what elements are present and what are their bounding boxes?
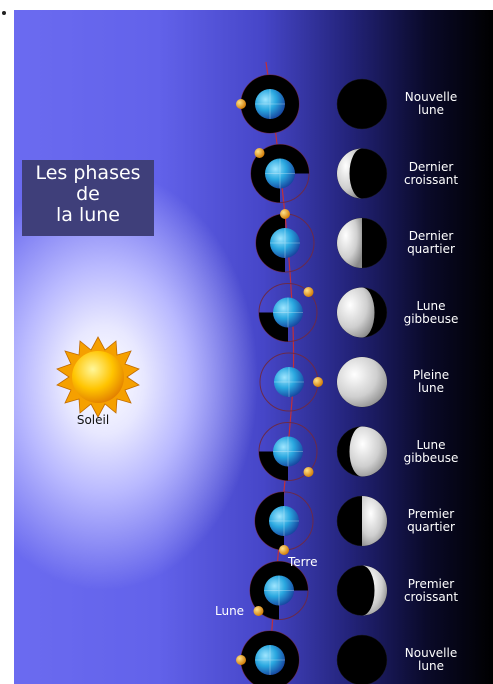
moon-phase-lit xyxy=(337,218,362,268)
earth-icon xyxy=(273,436,303,467)
moon-phase-lit xyxy=(362,565,387,616)
phase-label-line: Premier xyxy=(407,576,455,591)
moon-label: Lune xyxy=(215,604,245,618)
title-line-1: Les phases xyxy=(35,162,141,184)
phase-label-line: quartier xyxy=(407,520,455,534)
phase-label-line: lune xyxy=(418,659,444,673)
orbit-moon-icon xyxy=(280,209,290,219)
phase-label-line: Pleine xyxy=(412,368,450,382)
orbit-moon-icon xyxy=(303,286,314,297)
diagram-title: Les phases de la lune xyxy=(22,160,154,236)
earth-grid xyxy=(264,575,294,606)
orbit-moon-icon xyxy=(254,147,265,158)
phase-label-line: Premier xyxy=(407,507,455,521)
orbit-moon-icon xyxy=(279,545,289,555)
earth-icon xyxy=(273,297,303,328)
phase-label-line: Lune xyxy=(416,437,446,452)
orbit-moon-icon xyxy=(303,467,314,478)
phase-row xyxy=(255,209,388,273)
phase-label-line: gibbeuse xyxy=(403,311,459,326)
earth-grid xyxy=(255,89,285,119)
earth-icon xyxy=(270,228,300,258)
phase-label-line: Dernier xyxy=(408,159,454,174)
orbit-moon-icon xyxy=(253,606,264,617)
earth-icon xyxy=(264,575,294,606)
phase-label-line: Lune xyxy=(416,298,446,313)
earth-grid xyxy=(255,645,285,675)
phase-label-line: lune xyxy=(418,381,444,395)
moon-phase-lit xyxy=(349,426,387,477)
earth-icon xyxy=(274,367,304,397)
phase-row xyxy=(249,561,388,620)
earth-grid xyxy=(273,436,303,467)
phase-row xyxy=(258,422,388,481)
earth-grid xyxy=(265,158,295,189)
sun-label: Soleil xyxy=(76,413,110,427)
moon-phase-lit xyxy=(337,148,362,199)
phase-label-line: Nouvelle xyxy=(404,90,458,104)
earth-grid xyxy=(269,506,299,536)
title-line-2: de xyxy=(76,183,100,205)
earth-grid xyxy=(270,228,300,258)
earth-label: Terre xyxy=(288,555,318,569)
earth-icon xyxy=(269,506,299,536)
phase-row xyxy=(236,74,388,134)
orbit-moon-icon xyxy=(236,99,246,109)
phase-row xyxy=(258,283,388,342)
moon-phase-dark xyxy=(336,78,388,130)
earth-icon xyxy=(255,645,285,675)
moon-phase-lit xyxy=(337,287,375,338)
sun-icon xyxy=(56,336,140,418)
moon-phase-lit xyxy=(362,496,387,546)
earth-grid xyxy=(274,367,304,397)
phase-label-line: gibbeuse xyxy=(403,450,459,465)
phase-row xyxy=(259,352,388,412)
bullet-dot xyxy=(2,11,6,15)
earth-icon xyxy=(255,89,285,119)
phase-row xyxy=(254,491,388,555)
phase-label-line: Nouvelle xyxy=(404,646,458,660)
orbit-moon-icon xyxy=(313,377,323,387)
moon-phase-lit xyxy=(337,357,387,407)
earth-grid xyxy=(273,297,303,328)
phase-row xyxy=(250,144,388,203)
phase-label-line: quartier xyxy=(407,242,455,256)
title-line-3: la lune xyxy=(55,204,120,226)
moon-phase-dark xyxy=(336,634,388,684)
phase-label-line: croissant xyxy=(403,172,459,187)
earth-icon xyxy=(265,158,295,189)
phase-row xyxy=(236,630,388,684)
phase-label-line: croissant xyxy=(403,589,459,604)
phase-label-line: lune xyxy=(418,103,444,117)
phase-label-line: Dernier xyxy=(408,229,454,243)
orbit-moon-icon xyxy=(236,655,246,665)
